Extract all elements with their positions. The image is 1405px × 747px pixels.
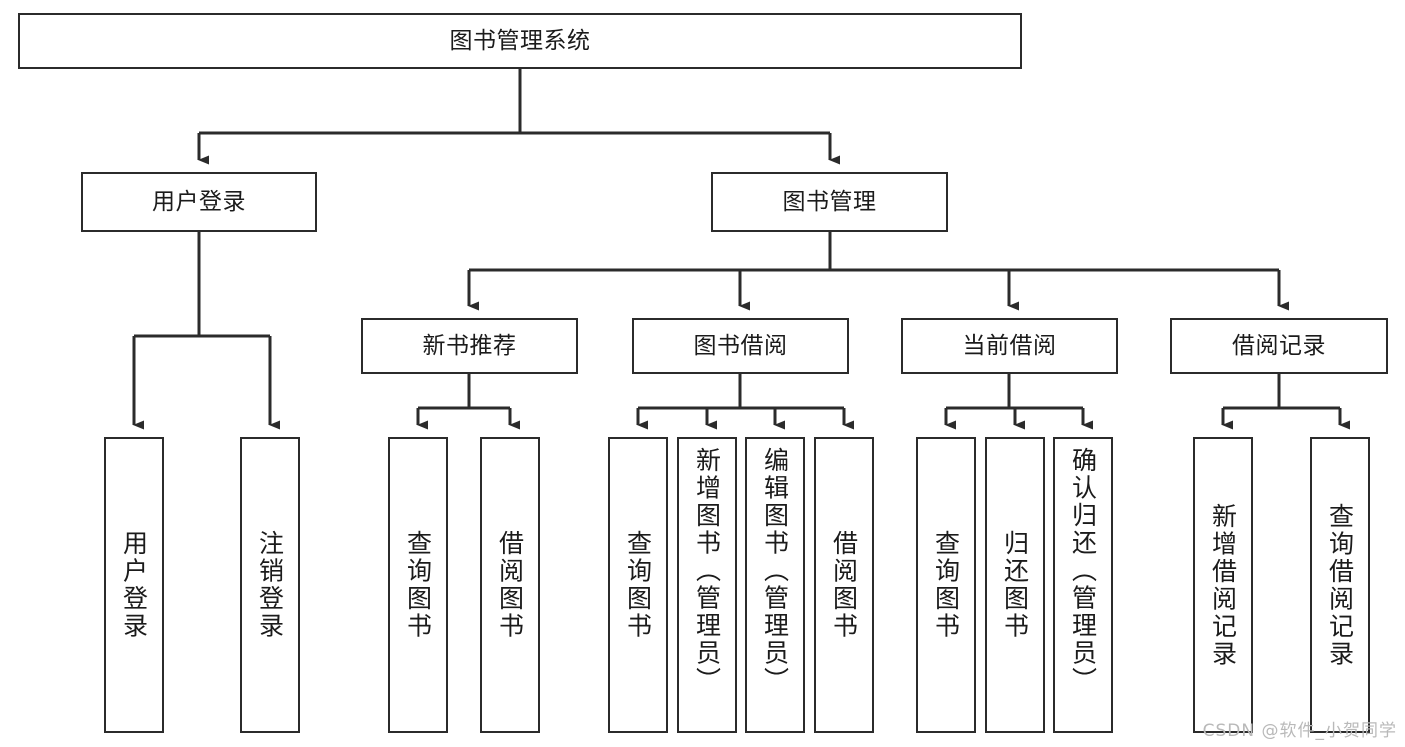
node-leaf-confirm-return-admin-label: 确认归还（管理员） <box>1068 447 1098 695</box>
node-leaf-query-book-borrow-label: 查询图书 <box>623 530 653 640</box>
node-leaf-query-borrow-record-label: 查询借阅记录 <box>1325 502 1355 668</box>
node-leaf-query-book-rec-label: 查询图书 <box>403 530 433 640</box>
node-new-book-recommend[interactable]: 新书推荐 <box>361 318 578 374</box>
node-leaf-add-borrow-record-label: 新增借阅记录 <box>1208 502 1238 668</box>
node-leaf-return-book-label: 归还图书 <box>1000 530 1030 640</box>
node-borrow-records-label: 借阅记录 <box>1232 332 1326 359</box>
node-root-label: 图书管理系统 <box>449 27 591 54</box>
node-book-borrow[interactable]: 图书借阅 <box>632 318 849 374</box>
node-leaf-borrow-book-rec-label: 借阅图书 <box>495 530 525 640</box>
node-new-book-recommend-label: 新书推荐 <box>422 332 517 359</box>
node-leaf-query-book-borrow[interactable]: 查询图书 <box>608 437 668 733</box>
node-leaf-query-borrow-record[interactable]: 查询借阅记录 <box>1310 437 1370 733</box>
node-leaf-add-book-admin[interactable]: 新增图书（管理员） <box>677 437 737 733</box>
node-user-login-label: 用户登录 <box>152 188 246 215</box>
node-leaf-return-book[interactable]: 归还图书 <box>985 437 1045 733</box>
node-book-borrow-label: 图书借阅 <box>693 332 788 359</box>
node-leaf-user-login-label: 用户登录 <box>119 530 149 640</box>
node-leaf-user-login[interactable]: 用户登录 <box>104 437 164 733</box>
node-book-management[interactable]: 图书管理 <box>711 172 948 232</box>
node-current-borrow[interactable]: 当前借阅 <box>901 318 1118 374</box>
node-leaf-add-borrow-record[interactable]: 新增借阅记录 <box>1193 437 1253 733</box>
node-user-login[interactable]: 用户登录 <box>81 172 317 232</box>
node-leaf-query-book-rec[interactable]: 查询图书 <box>388 437 448 733</box>
node-leaf-query-book-current-label: 查询图书 <box>931 530 961 640</box>
node-leaf-query-book-current[interactable]: 查询图书 <box>916 437 976 733</box>
node-leaf-borrow-book-label: 借阅图书 <box>829 530 859 640</box>
node-book-management-label: 图书管理 <box>782 188 877 215</box>
node-borrow-records[interactable]: 借阅记录 <box>1170 318 1388 374</box>
node-leaf-logout-login[interactable]: 注销登录 <box>240 437 300 733</box>
node-leaf-confirm-return-admin[interactable]: 确认归还（管理员） <box>1053 437 1113 733</box>
node-leaf-borrow-book-rec[interactable]: 借阅图书 <box>480 437 540 733</box>
node-leaf-edit-book-admin[interactable]: 编辑图书（管理员） <box>745 437 805 733</box>
node-leaf-logout-login-label: 注销登录 <box>255 530 285 640</box>
node-leaf-borrow-book[interactable]: 借阅图书 <box>814 437 874 733</box>
node-leaf-add-book-admin-label: 新增图书（管理员） <box>692 447 722 695</box>
node-current-borrow-label: 当前借阅 <box>962 332 1057 359</box>
node-root[interactable]: 图书管理系统 <box>18 13 1022 69</box>
node-leaf-edit-book-admin-label: 编辑图书（管理员） <box>760 447 790 695</box>
